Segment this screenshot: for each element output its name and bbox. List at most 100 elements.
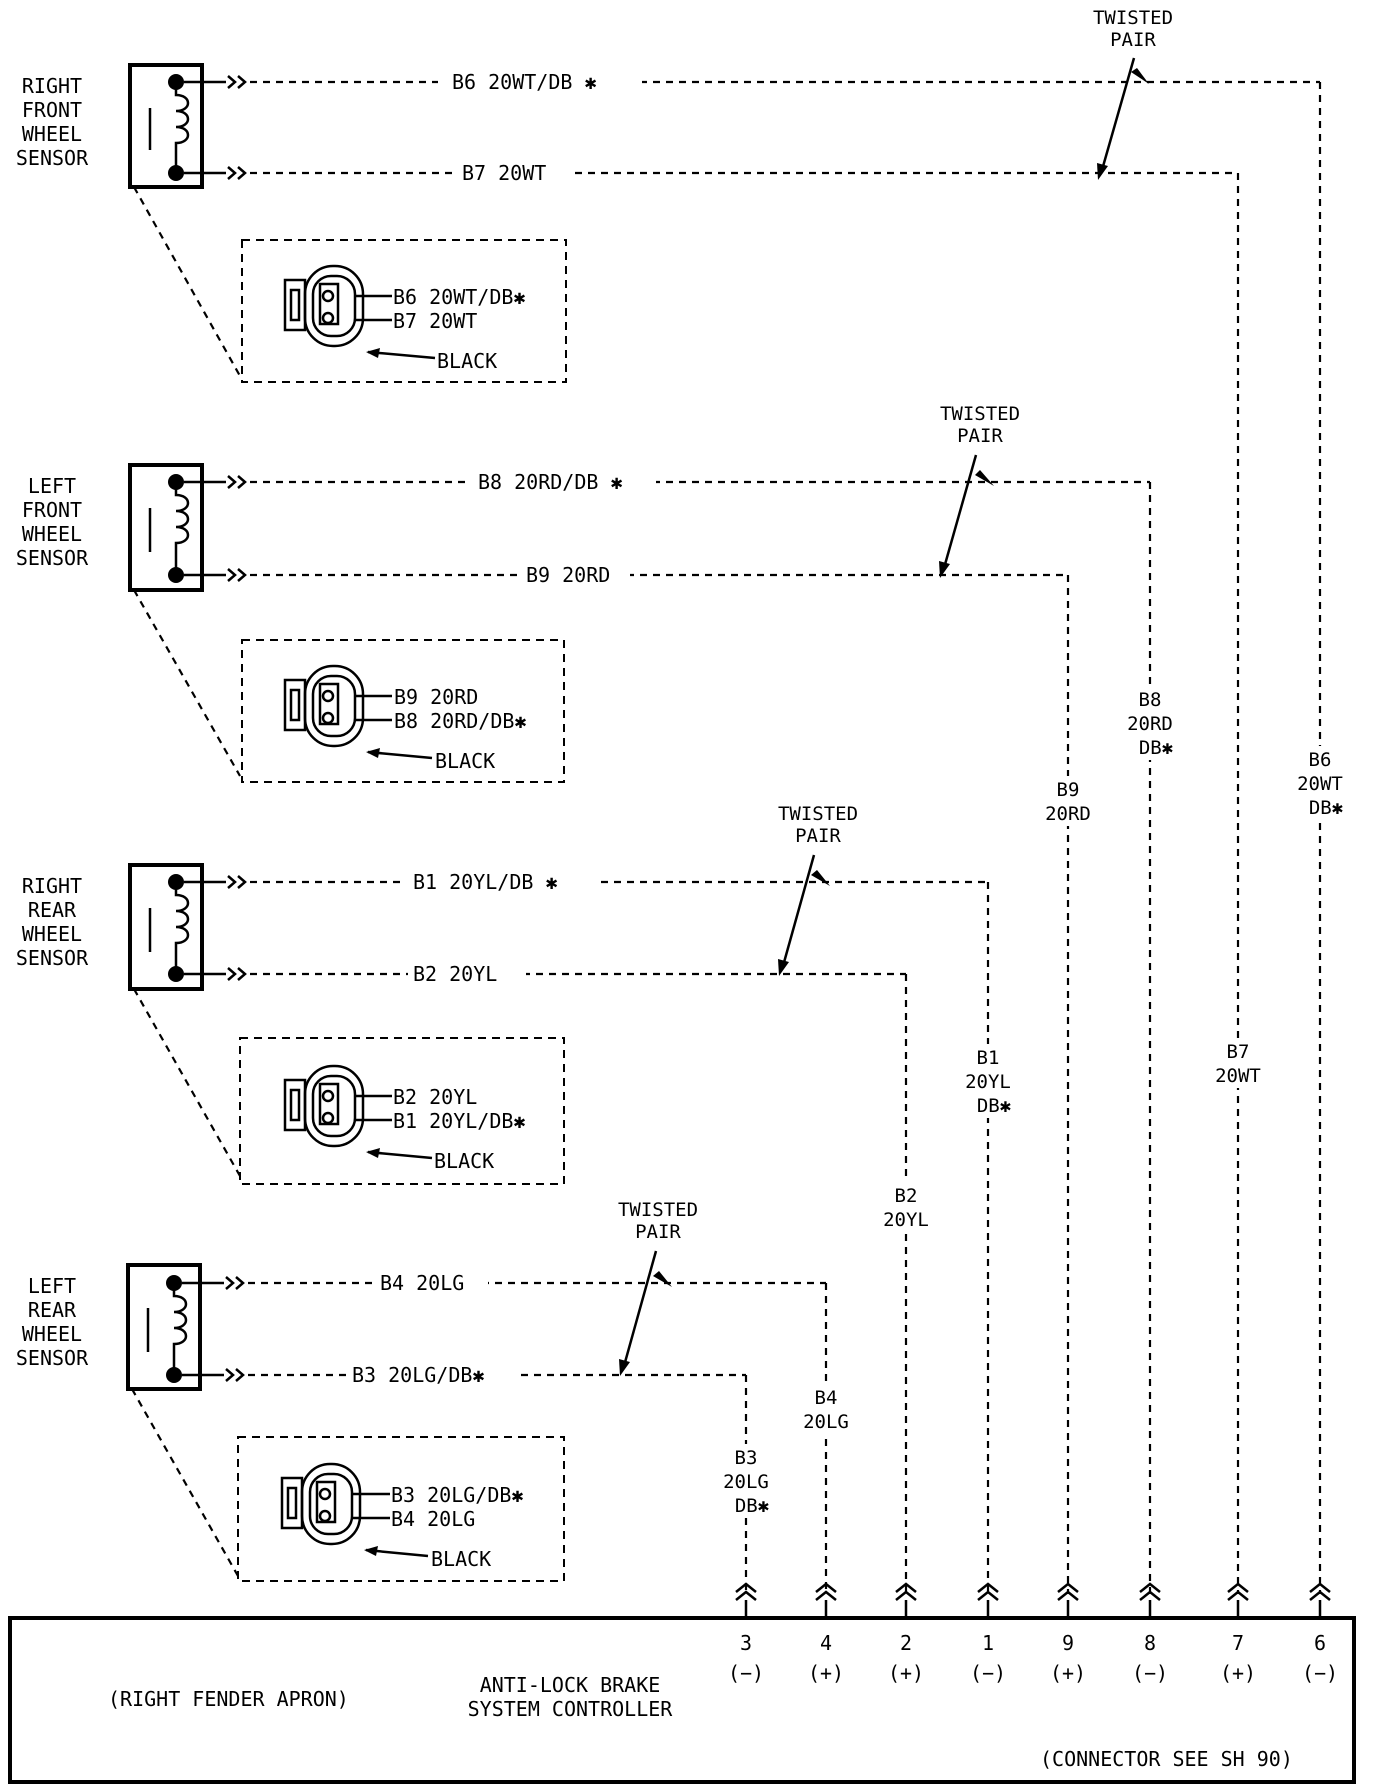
sensor-coil: [174, 482, 190, 575]
sensor-terminal: [168, 74, 184, 90]
pin-number: 8: [1144, 1631, 1156, 1655]
pin-polarity: (+): [1220, 1661, 1256, 1685]
sensor-name-line: WHEEL: [22, 922, 82, 946]
twisted-pair-label: PAIR: [635, 1221, 681, 1243]
sensor-terminal: [168, 966, 184, 982]
sensor-terminal: [166, 1367, 182, 1383]
vertical-wire-label: DB✱: [735, 1495, 769, 1517]
vertical-wire-label: DB✱: [1309, 797, 1343, 819]
sensor-body: [126, 1263, 202, 1391]
pin-polarity: (−): [1302, 1661, 1338, 1685]
sensor-name-line: WHEEL: [22, 122, 82, 146]
sensor-name-line: REAR: [28, 898, 77, 922]
vertical-wire-label: 20LG: [803, 1411, 849, 1433]
wire-label: B3 20LG/DB✱: [352, 1363, 484, 1387]
sensor-terminal: [168, 567, 184, 583]
wire-label: B4 20LG: [380, 1271, 464, 1295]
connector-color-label: BLACK: [434, 1149, 494, 1173]
pin-number: 4: [820, 1631, 832, 1655]
connector-pin-label: B1 20YL/DB✱: [393, 1109, 525, 1133]
connector-pin-label: B2 20YL: [393, 1085, 477, 1109]
connector-pin-label: B9 20RD: [394, 685, 478, 709]
vertical-wire-label: 20WT: [1215, 1065, 1261, 1087]
connector-color-label: BLACK: [437, 349, 497, 373]
pin-polarity: (−): [1132, 1661, 1168, 1685]
controller-name: SYSTEM CONTROLLER: [468, 1697, 674, 1721]
sensor-name-line: SENSOR: [16, 546, 89, 570]
sensor-name-line: SENSOR: [16, 946, 89, 970]
twisted-pair-label: TWISTED: [1093, 7, 1173, 29]
connector-chevrons: [735, 1582, 1331, 1618]
vertical-wire-label: B8: [1139, 689, 1162, 711]
sensor-right-rear: RIGHT REAR WHEEL SENSOR B2 20YL B1 20Y: [16, 803, 988, 1185]
sensor-name-line: SENSOR: [16, 146, 89, 170]
sensor-left-front: LEFT FRONT WHEEL SENSOR B9 20RD B8 20R: [16, 403, 1150, 783]
pin-number: 1: [982, 1631, 994, 1655]
connector-view: [241, 639, 565, 783]
pin-number: 7: [1232, 1631, 1244, 1655]
twisted-pair-label: PAIR: [957, 425, 1003, 447]
connector-icon: [280, 1462, 429, 1558]
sensor-terminal: [168, 874, 184, 890]
wire-label: B1 20YL/DB ✱: [413, 870, 558, 894]
sensor-body: [128, 863, 204, 991]
connector-pin-label: B4 20LG: [391, 1507, 475, 1531]
twisted-pair-label: PAIR: [795, 825, 841, 847]
sensor-name-line: LEFT: [28, 474, 76, 498]
pin-number: 6: [1314, 1631, 1326, 1655]
sensor-name-line: FRONT: [22, 98, 82, 122]
vertical-wire-label: B3: [735, 1447, 758, 1469]
sensor-name-line: LEFT: [28, 1274, 76, 1298]
sensor-terminal: [166, 1275, 182, 1291]
controller-box: [8, 1616, 1356, 1784]
connector-view: [241, 239, 567, 383]
vertical-wire-label: B4: [815, 1387, 838, 1409]
vertical-wire-label: B2: [895, 1185, 918, 1207]
abs-controller: (RIGHT FENDER APRON) ANTI-LOCK BRAKE SYS…: [8, 1616, 1356, 1784]
sensor-name-line: RIGHT: [22, 74, 82, 98]
wire-label: B7 20WT: [462, 161, 546, 185]
pin-number: 2: [900, 1631, 912, 1655]
wire-label: B2 20YL: [413, 962, 497, 986]
pin-polarity: (−): [970, 1661, 1006, 1685]
vertical-wire-label: 20LG: [723, 1471, 769, 1493]
twisted-pair-annotation: TWISTED PAIR: [778, 803, 858, 976]
sensor-coil: [174, 882, 190, 974]
twisted-pair-label: PAIR: [1110, 29, 1156, 51]
connector-view: [237, 1436, 565, 1582]
sensor-coil: [172, 1283, 188, 1375]
sensor-name-line: SENSOR: [16, 1346, 89, 1370]
vertical-wire-label: B7: [1227, 1041, 1250, 1063]
connector-view: [239, 1037, 565, 1185]
connector-pin-label: B7 20WT: [393, 309, 477, 333]
connector-note: (CONNECTOR SEE SH 90): [1040, 1747, 1293, 1771]
connector-icon: [283, 1064, 433, 1160]
twisted-pair-label: TWISTED: [618, 1199, 698, 1221]
sensor-right-front: RIGHT FRONT WHEEL SENSOR B6 20WT/DB✱ B: [16, 7, 1320, 383]
connector-pin-label: B3 20LG/DB✱: [391, 1483, 523, 1507]
sensor-name-line: WHEEL: [22, 1322, 82, 1346]
twisted-pair-annotation: TWISTED PAIR: [939, 403, 1020, 578]
sensor-name-line: FRONT: [22, 498, 82, 522]
wire-label: B9 20RD: [526, 563, 610, 587]
connector-color-label: BLACK: [435, 749, 495, 773]
pin-polarity: (+): [888, 1661, 924, 1685]
twisted-pair-label: TWISTED: [940, 403, 1020, 425]
vertical-wire-label: DB✱: [977, 1095, 1011, 1117]
sensor-terminal: [168, 165, 184, 181]
vertical-wire-label: B9: [1057, 779, 1080, 801]
wire-label: B6 20WT/DB ✱: [452, 70, 597, 94]
connector-pin-label: B8 20RD/DB✱: [394, 709, 526, 733]
controller-name: ANTI-LOCK BRAKE: [480, 1673, 661, 1697]
sensor-body: [128, 63, 204, 189]
sensor-left-rear: LEFT REAR WHEEL SENSOR B3 20LG/DB✱ B4: [16, 1199, 826, 1582]
vertical-wire-label: 20RD: [1127, 713, 1173, 735]
pin-polarity: (+): [1050, 1661, 1086, 1685]
vertical-wire-label: DB✱: [1139, 737, 1173, 759]
wire-label: B8 20RD/DB ✱: [478, 470, 623, 494]
vertical-wire-labels: B6 20WT DB✱ B7 20WT B8 20RD DB✱ B9 20RD …: [714, 686, 1352, 1518]
connector-pin-label: B6 20WT/DB✱: [393, 285, 525, 309]
connector-color-label: BLACK: [431, 1547, 491, 1571]
pin-polarity: (+): [808, 1661, 844, 1685]
vertical-wire-label: 20RD: [1045, 803, 1091, 825]
